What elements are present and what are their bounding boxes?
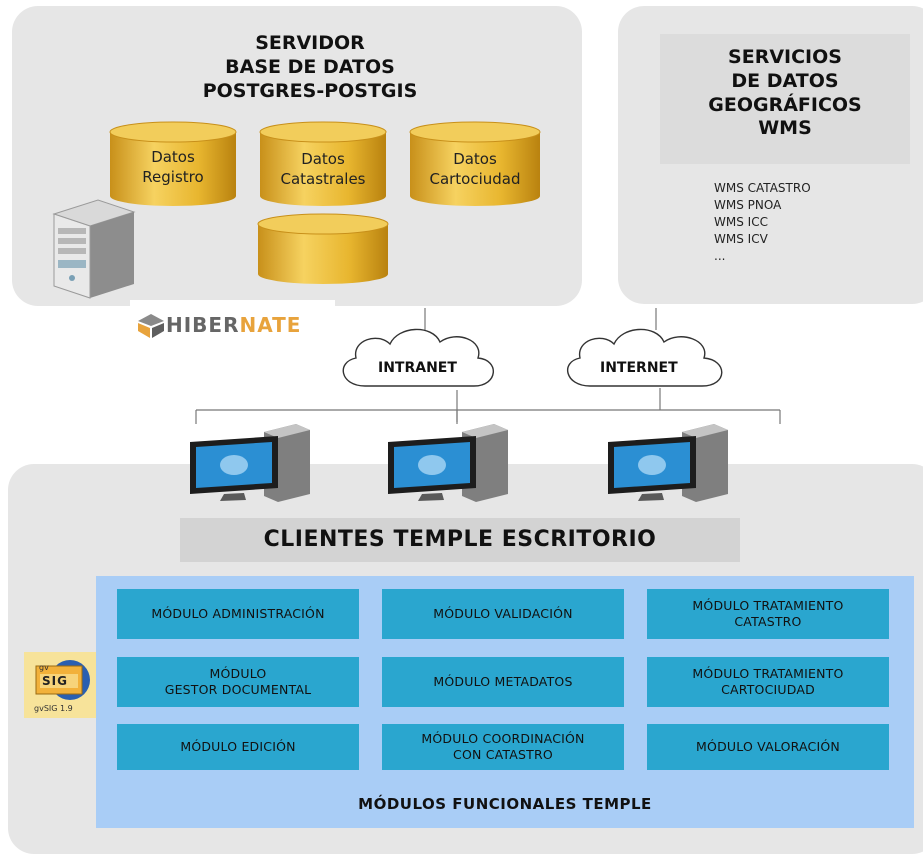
intranet-label: INTRANET — [378, 360, 457, 376]
module-gestor-documental: MÓDULO GESTOR DOCUMENTAL — [117, 657, 359, 707]
gvsig-version-text: gvSIG 1.9 — [34, 704, 73, 713]
wms-title-line-4: WMS — [758, 117, 812, 140]
hibernate-wordmark: HIBERNATE — [166, 313, 301, 337]
server-title-line-1: SERVIDOR — [255, 32, 365, 54]
module-tratamiento-catastro: MÓDULO TRATAMIENTO CATASTRO — [647, 589, 889, 639]
wms-service-item: WMS CATASTRO — [714, 181, 811, 195]
module-label: MÓDULO COORDINACIÓN — [421, 731, 585, 747]
db-cylinder-extra — [257, 213, 389, 284]
wms-title-line-2: DE DATOS — [731, 69, 839, 92]
module-label: MÓDULO TRATAMIENTO — [692, 666, 844, 682]
internet-label: INTERNET — [600, 360, 678, 376]
wms-title-line-3: GEOGRÁFICOS — [708, 93, 862, 116]
server-title: SERVIDOR BASE DE DATOS POSTGRES-POSTGIS — [150, 32, 470, 103]
module-label: MÓDULO VALORACIÓN — [696, 739, 840, 755]
clients-title: CLIENTES TEMPLE ESCRITORIO — [180, 518, 740, 562]
intranet-cloud-icon — [342, 328, 494, 387]
module-tratamiento-cartociudad: MÓDULO TRATAMIENTO CARTOCIUDAD — [647, 657, 889, 707]
wms-service-item: WMS ICV — [714, 232, 768, 246]
module-validacion: MÓDULO VALIDACIÓN — [382, 589, 624, 639]
module-label: MÓDULO ADMINISTRACIÓN — [151, 606, 325, 622]
db-cylinder-catastrales — [259, 121, 387, 206]
db-label-catastrales-line-2: Catastrales — [280, 169, 366, 188]
hibernate-logo: HIBERNATE — [130, 300, 335, 350]
wms-service-item: WMS PNOA — [714, 198, 782, 212]
server-title-line-3: POSTGRES-POSTGIS — [202, 79, 418, 102]
server-title-line-2: BASE DE DATOS — [225, 55, 395, 78]
db-label-registro: Datos Registro — [110, 148, 236, 187]
wms-title: SERVICIOS DE DATOS GEOGRÁFICOS WMS — [660, 46, 910, 141]
module-label: MÓDULO EDICIÓN — [180, 739, 296, 755]
module-label: CATASTRO — [734, 614, 802, 629]
gvsig-top-text: gv — [39, 663, 49, 672]
server-tower-icon — [52, 199, 136, 299]
gvsig-logo: gv SIG gvSIG 1.9 — [24, 652, 100, 718]
wms-service-item: ... — [714, 249, 726, 263]
database-cylinders — [109, 121, 541, 284]
module-coordinacion-catastro: MÓDULO COORDINACIÓN CON CATASTRO — [382, 724, 624, 770]
db-label-registro-line-1: Datos — [151, 148, 195, 166]
module-label: MÓDULO VALIDACIÓN — [433, 606, 573, 622]
wms-title-line-1: SERVICIOS — [728, 46, 842, 68]
modules-footer-title: MÓDULOS FUNCIONALES TEMPLE — [358, 795, 652, 813]
module-administracion: MÓDULO ADMINISTRACIÓN — [117, 589, 359, 639]
db-label-cartociudad-line-2: Cartociudad — [429, 169, 521, 188]
wms-title-box — [660, 34, 910, 164]
db-label-registro-line-2: Registro — [142, 167, 204, 186]
db-cylinder-cartociudad — [409, 121, 541, 206]
db-cylinder-registro — [109, 121, 237, 206]
gvsig-globe-icon — [35, 660, 90, 700]
module-label: MÓDULO — [209, 666, 267, 682]
hibernate-suffix: NATE — [239, 313, 302, 337]
db-label-cartociudad-line-1: Datos — [453, 150, 497, 168]
workstation-icon — [388, 424, 508, 502]
hibernate-mark-icon — [138, 314, 164, 338]
module-label: CON CATASTRO — [453, 747, 553, 762]
module-metadatos: MÓDULO METADATOS — [382, 657, 624, 707]
module-label: GESTOR DOCUMENTAL — [164, 682, 312, 697]
module-label: MÓDULO TRATAMIENTO — [692, 598, 844, 614]
workstation-icon — [608, 424, 728, 502]
module-valoracion: MÓDULO VALORACIÓN — [647, 724, 889, 770]
db-label-catastrales: Datos Catastrales — [260, 150, 386, 189]
internet-cloud-icon — [567, 328, 723, 387]
db-label-cartociudad: Datos Cartociudad — [410, 150, 540, 189]
gvsig-main-text: SIG — [42, 674, 68, 688]
module-label: MÓDULO METADATOS — [433, 674, 573, 690]
module-label: CARTOCIUDAD — [721, 682, 815, 697]
wms-service-list: WMS CATASTRO WMS PNOA WMS ICC WMS ICV ..… — [714, 180, 811, 265]
network-connections — [195, 308, 781, 424]
module-edicion: MÓDULO EDICIÓN — [117, 724, 359, 770]
wms-service-item: WMS ICC — [714, 215, 768, 229]
hibernate-prefix: HIBER — [166, 313, 240, 337]
db-label-catastrales-line-1: Datos — [301, 150, 345, 168]
workstation-icon — [190, 424, 310, 502]
